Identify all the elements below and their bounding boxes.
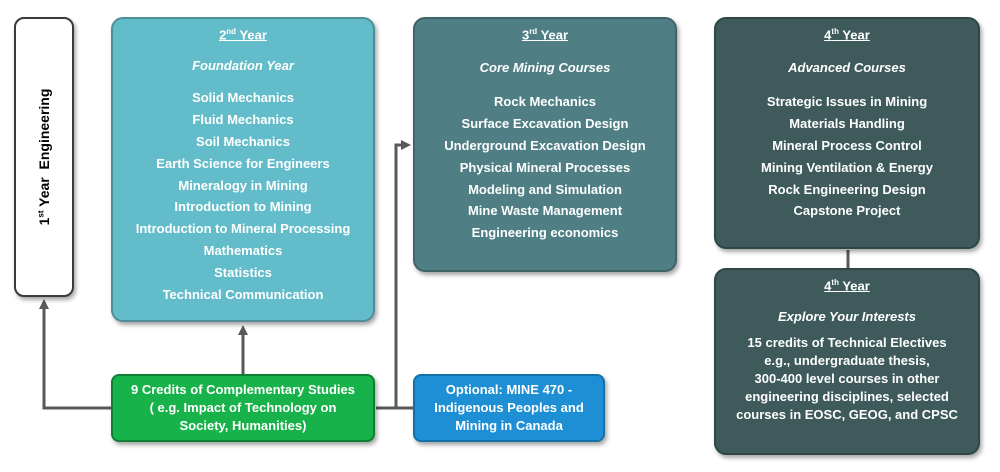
course-item: Underground Excavation Design bbox=[444, 137, 646, 153]
year3-subtitle: Core Mining Courses bbox=[479, 60, 611, 76]
course-item: Mining Ventilation & Energy bbox=[761, 159, 933, 175]
year2-subtitle: Foundation Year bbox=[192, 58, 294, 74]
course-item: Mineral Process Control bbox=[772, 137, 922, 153]
course-item: Engineering economics bbox=[471, 225, 619, 241]
arrow-to-year3 bbox=[376, 140, 411, 410]
year3-heading: 3rd Year bbox=[521, 27, 569, 43]
electives-description: 15 credits of Technical Electives e.g., … bbox=[736, 335, 958, 423]
year4-advanced-subtitle: Advanced Courses bbox=[788, 60, 906, 76]
course-item: Introduction to Mineral Processing bbox=[135, 221, 351, 237]
year4-course-list: Strategic Issues in Mining Materials Han… bbox=[761, 91, 933, 222]
course-item: Modeling and Simulation bbox=[468, 181, 622, 197]
course-item: Soil Mechanics bbox=[196, 133, 290, 149]
year4-electives-subtitle: Explore Your Interests bbox=[778, 309, 916, 325]
course-item: Mathematics bbox=[203, 242, 283, 258]
year1-label: 1st Year Engineering bbox=[36, 88, 52, 226]
course-item: Surface Excavation Design bbox=[461, 116, 629, 132]
course-item: Physical Mineral Processes bbox=[459, 159, 631, 175]
year2-course-list: Solid Mechanics Fluid Mechanics Soil Mec… bbox=[136, 87, 351, 305]
year4-electives-heading: 4th Year bbox=[824, 278, 870, 294]
year2-box: 2nd Year Foundation Year Solid Mechanics… bbox=[111, 17, 375, 322]
course-item: Mine Waste Management bbox=[467, 203, 623, 219]
year4-advanced-box: 4th Year Advanced Courses Strategic Issu… bbox=[714, 17, 980, 249]
year3-box: 3rd Year Core Mining Courses Rock Mechan… bbox=[413, 17, 677, 272]
optional-course-box: Optional: MINE 470 - Indigenous Peoples … bbox=[413, 374, 605, 442]
course-item: Strategic Issues in Mining bbox=[766, 94, 928, 110]
course-item: Introduction to Mining bbox=[174, 199, 312, 215]
course-item: Rock Engineering Design bbox=[768, 181, 926, 197]
course-item: Earth Science for Engineers bbox=[156, 155, 330, 171]
course-item: Capstone Project bbox=[793, 203, 901, 219]
complementary-studies-box: 9 Credits of Complementary Studies ( e.g… bbox=[111, 374, 375, 442]
course-item: Statistics bbox=[214, 264, 272, 280]
year3-course-list: Rock Mechanics Surface Excavation Design… bbox=[444, 91, 646, 244]
year4-advanced-heading: 4th Year bbox=[824, 27, 870, 43]
course-item: Technical Communication bbox=[162, 286, 324, 302]
course-item: Rock Mechanics bbox=[494, 94, 596, 110]
year4-electives-box: 4th Year Explore Your Interests 15 credi… bbox=[714, 268, 980, 455]
year1-box: 1st Year Engineering bbox=[14, 17, 74, 297]
course-item: Fluid Mechanics bbox=[192, 112, 294, 128]
year2-heading: 2nd Year bbox=[219, 27, 267, 43]
course-item: Mineralogy in Mining bbox=[178, 177, 308, 193]
course-item: Materials Handling bbox=[789, 116, 905, 132]
course-item: Solid Mechanics bbox=[192, 90, 294, 106]
arrow-to-year1 bbox=[39, 299, 112, 410]
